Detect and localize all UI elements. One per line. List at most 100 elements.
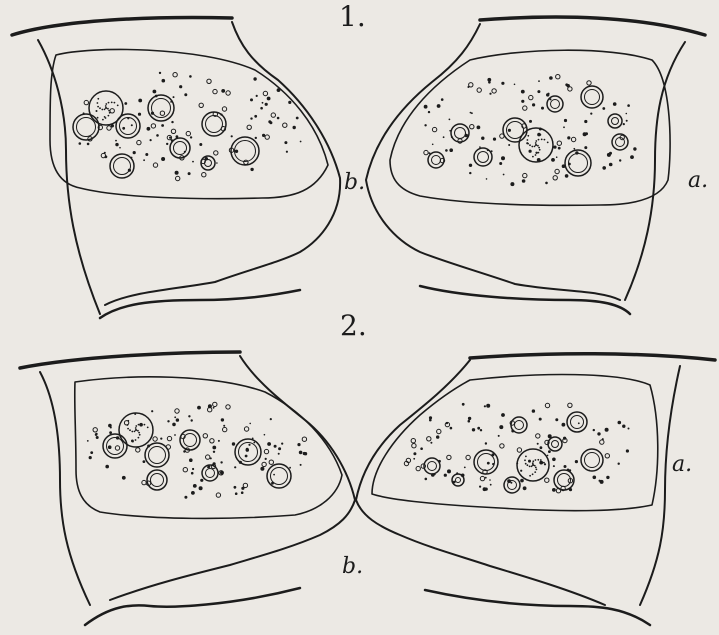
granule	[252, 438, 254, 440]
granule	[558, 147, 561, 150]
granule	[441, 98, 444, 101]
vacuole-inner	[571, 416, 584, 429]
granule	[137, 140, 141, 144]
granule	[523, 486, 527, 490]
granule	[107, 126, 111, 130]
granule	[264, 449, 268, 453]
granule	[549, 76, 553, 80]
granule	[545, 403, 549, 407]
granule	[500, 134, 504, 138]
granule	[96, 110, 98, 112]
granule	[138, 113, 141, 116]
granule	[599, 480, 601, 482]
granule	[296, 117, 299, 120]
nucleus-stipple	[539, 149, 541, 151]
granule	[250, 117, 252, 119]
granule	[267, 442, 271, 446]
granule	[124, 102, 127, 105]
nucleus-stipple	[531, 465, 533, 467]
nucleus-stipple	[535, 140, 537, 142]
granule	[472, 428, 475, 431]
fig2-right-outer-wall	[470, 354, 715, 360]
granule	[575, 151, 578, 154]
granule	[131, 124, 133, 126]
nucleus-stipple	[527, 464, 529, 466]
granule	[613, 102, 617, 106]
granule	[492, 463, 494, 465]
vacuole-inner	[120, 118, 137, 135]
granule	[547, 93, 549, 95]
granule	[584, 120, 587, 123]
granule	[633, 147, 636, 150]
granule	[244, 160, 248, 164]
granule	[213, 451, 215, 453]
nucleus-stipple	[535, 142, 537, 144]
figure-1-label-b: b.	[344, 172, 365, 194]
granule	[199, 103, 203, 107]
granule	[470, 125, 474, 129]
vacuole-inner	[585, 453, 600, 468]
nucleus-stipple	[127, 428, 129, 430]
nucleus-stipple	[529, 475, 531, 477]
granule	[483, 487, 487, 491]
granule	[446, 422, 448, 424]
granule	[278, 447, 281, 450]
granule	[480, 429, 482, 431]
nucleus-stipple	[114, 102, 116, 104]
granule	[131, 440, 134, 443]
granule	[253, 77, 256, 80]
granule	[429, 152, 431, 154]
granule	[249, 423, 251, 425]
nucleus-stipple	[532, 460, 534, 462]
granule	[588, 470, 590, 472]
granule	[538, 80, 540, 82]
granule	[193, 484, 197, 488]
granule	[254, 115, 257, 118]
nucleus-stipple	[535, 459, 537, 461]
granule	[170, 101, 172, 103]
granule	[480, 476, 484, 480]
granule	[507, 479, 511, 483]
granule	[469, 172, 471, 174]
granule	[447, 469, 451, 473]
granule	[486, 178, 488, 180]
granule	[491, 453, 494, 456]
granule	[571, 137, 575, 141]
fig1-left-cell-wall	[38, 22, 340, 314]
granule	[289, 467, 291, 469]
nucleus-stipple	[534, 465, 536, 467]
granule	[593, 429, 595, 431]
nucleus-stipple	[534, 146, 536, 148]
granule	[265, 135, 269, 139]
nucleus-stipple	[524, 459, 526, 461]
granule	[562, 164, 566, 168]
granule	[537, 90, 540, 93]
granule	[587, 81, 591, 85]
figure-1	[12, 17, 705, 314]
granule	[213, 402, 217, 406]
granule	[159, 72, 161, 74]
granule	[277, 117, 280, 120]
granule	[430, 442, 432, 444]
granule	[79, 142, 82, 145]
granule	[479, 146, 481, 148]
vacuole	[201, 156, 215, 170]
granule	[186, 131, 190, 135]
granule	[169, 137, 171, 139]
vacuole-inner	[569, 154, 588, 173]
fig1-right-cell-wall	[366, 24, 685, 300]
nucleus-stipple	[529, 466, 531, 468]
granule	[537, 158, 541, 162]
granule	[264, 434, 266, 436]
granule	[216, 493, 220, 497]
granule	[564, 465, 567, 468]
granule	[565, 174, 569, 178]
granule	[451, 136, 453, 138]
nucleus-stipple	[525, 463, 527, 465]
granule	[214, 151, 218, 155]
granule	[131, 157, 133, 159]
granule	[477, 427, 480, 430]
granule	[133, 151, 136, 154]
granule	[220, 461, 222, 463]
granule	[111, 124, 114, 127]
